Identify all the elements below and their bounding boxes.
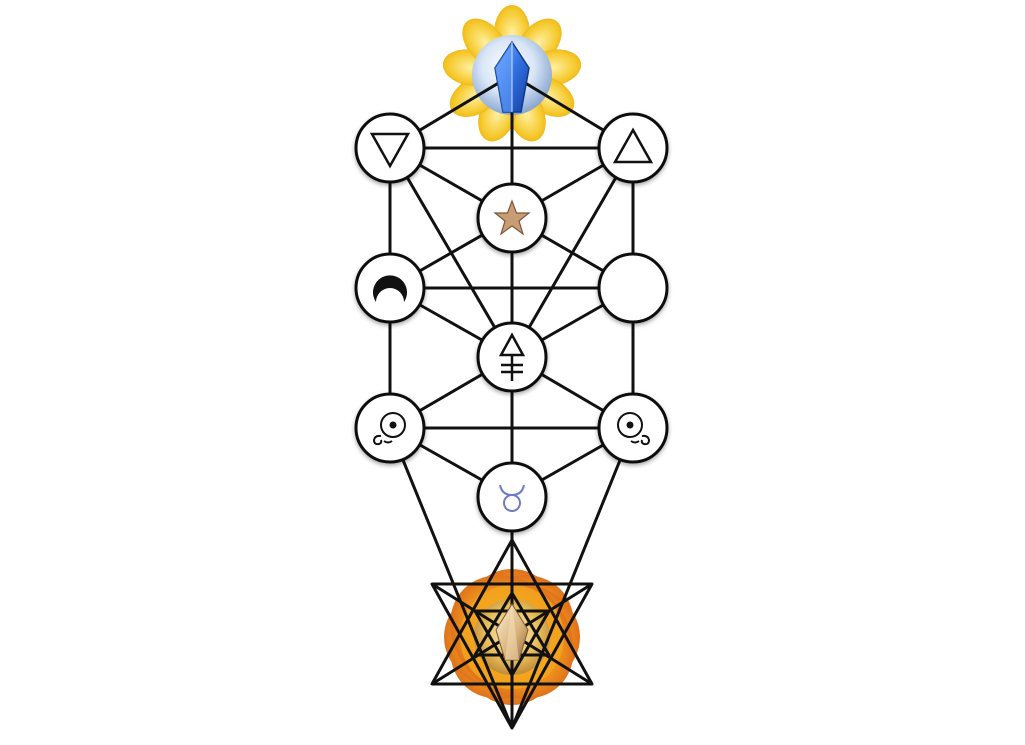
crown-flower — [442, 5, 582, 142]
path-right-lower-to-root — [510, 427, 635, 729]
blue-crystal-icon — [494, 40, 530, 113]
node-center-upper — [476, 182, 548, 254]
node-center-middle — [476, 321, 548, 393]
node-left-middle — [354, 252, 426, 324]
node-right-lower — [597, 392, 669, 464]
taurus-symbol-icon — [499, 484, 525, 512]
node-right-upper — [597, 112, 669, 184]
path-left-lower-to-root — [388, 427, 514, 729]
root-crystal-icon — [495, 603, 529, 661]
sulfur-symbol-icon — [498, 332, 526, 381]
node-center-lower — [476, 461, 548, 533]
bronze-star-icon — [493, 199, 531, 236]
fire-triangle-icon — [612, 127, 654, 164]
swirl-sun-symbol-icon — [372, 412, 406, 446]
node-left-lower — [354, 392, 426, 464]
swirl-sun-symbol-icon — [617, 412, 651, 446]
water-triangle-icon — [369, 132, 411, 169]
node-right-middle — [597, 252, 669, 324]
node-left-upper — [354, 112, 426, 184]
crescent-moon-icon — [373, 275, 407, 302]
nodes-layer — [354, 112, 669, 533]
